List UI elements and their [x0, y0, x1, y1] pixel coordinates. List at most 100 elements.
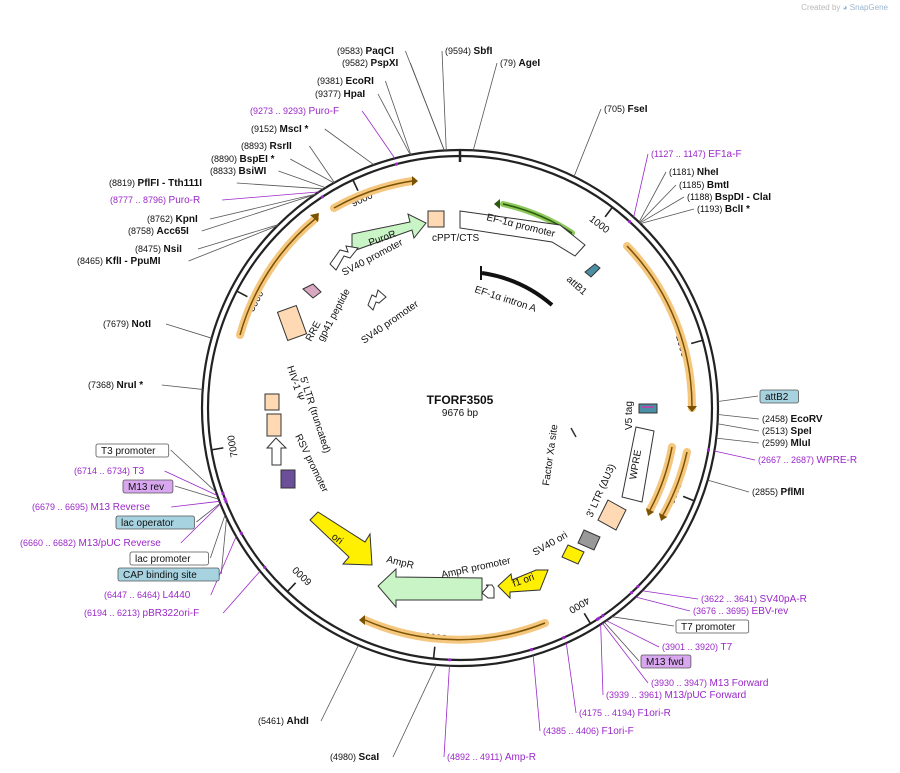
leader-line: [565, 643, 577, 714]
enzyme-position: (8890): [211, 154, 240, 164]
orf-arc-right-lower-b-line: [662, 451, 688, 516]
enzyme-position: (1193): [697, 204, 725, 214]
enzyme-label: (8475) NsiI: [135, 244, 182, 255]
enzyme-site-label: (9582) PspXI: [342, 58, 399, 69]
leader-line: [392, 664, 437, 758]
leader-line: [236, 182, 324, 190]
enzyme-site-label: (1181) NheI: [669, 167, 719, 178]
primer-name: F1ori-R: [638, 708, 671, 719]
primer-range: (2667 .. 2687): [758, 455, 817, 465]
badge-box: [675, 619, 750, 634]
arrowhead-left: [310, 213, 319, 222]
leader-line: [201, 194, 316, 232]
enzyme-suffix: - ClaI: [744, 192, 771, 203]
leader-line: [361, 110, 396, 159]
badge-box: [115, 515, 195, 530]
label-attb1: attB1: [564, 274, 589, 298]
primer-range: (6447 .. 6464): [104, 590, 163, 600]
enzyme-label: (9583) PaqCI: [337, 46, 394, 57]
primer-range: (3901 .. 3920): [662, 642, 721, 652]
enzyme-name: BspEI: [240, 154, 269, 165]
label-v5: V5 tag: [624, 401, 635, 430]
badge-label: lac promoter: [135, 554, 191, 565]
primer-range: (3676 .. 3695): [693, 606, 752, 616]
primer-site-label: (6447 .. 6464) L4440: [104, 590, 191, 601]
badge-leader-line: [196, 502, 221, 523]
primer-name: M13/pUC Reverse: [79, 538, 162, 549]
badge-label: T3 promoter: [101, 446, 156, 457]
leader-line: [639, 196, 685, 224]
enzyme-label: (8758) Acc65I: [128, 226, 189, 237]
leader-line: [209, 193, 316, 220]
enzyme-name: EcoRV: [791, 414, 823, 425]
leader-line: [324, 128, 375, 166]
enzyme-position: (7679): [103, 319, 132, 329]
primer-range: (4892 .. 4911): [447, 752, 505, 762]
orf-highlight-arcs: [236, 177, 697, 644]
sv40prom1-arrow: [329, 245, 359, 271]
primer-site-label: (6194 .. 6213) pBR322ori-F: [84, 608, 199, 619]
factorxa-tick: [570, 427, 577, 438]
feature-badge: T7 promoter: [675, 619, 750, 634]
primer-site-label: (4175 .. 4194) F1ori-R: [579, 708, 671, 719]
primer-range: (3930 .. 3947): [651, 678, 710, 688]
primer-label: (3930 .. 3947) M13 Forward: [651, 678, 768, 689]
enzyme-label: (9582) PspXI: [342, 58, 399, 69]
ef1a-intron-arc: [481, 271, 554, 307]
primer-range: (4175 .. 4194): [579, 708, 638, 718]
enzyme-label: (2513) SpeI: [762, 426, 812, 437]
enzyme-label: (1185) BmtI: [679, 180, 729, 191]
enzyme-position: (1185): [679, 180, 707, 190]
enzyme-site-label: (1188) BspDI - ClaI: [687, 192, 771, 203]
enzyme-site-label: (9583) PaqCI: [337, 46, 394, 57]
enzyme-name: SbfI: [474, 46, 493, 57]
enzyme-position: (8819): [109, 178, 138, 188]
enzyme-label: (1193) BclI *: [697, 204, 750, 215]
enzyme-site-label: (8762) KpnI: [147, 214, 198, 225]
credit-prefix: Created by: [801, 3, 841, 12]
badge-label: T7 promoter: [681, 622, 736, 633]
badge-box: [122, 479, 174, 494]
primer-label: (4385 .. 4406) F1ori-F: [543, 726, 634, 737]
primer-site-marker: [221, 491, 225, 496]
primer-label: (6447 .. 6464) L4440: [104, 590, 191, 601]
enzyme-name: KpnI: [176, 214, 198, 225]
leader-line: [714, 450, 756, 461]
sv40prom2-arrow: [367, 289, 387, 311]
primer-label: (6194 .. 6213) pBR322ori-F: [84, 608, 199, 619]
enzyme-position: (2599): [762, 438, 791, 448]
enzyme-site-label: (4980) ScaI: [330, 752, 379, 763]
leader-line: [385, 80, 412, 155]
enzyme-name: AhdI: [287, 716, 309, 727]
primer-label: (6660 .. 6682) M13/pUC Reverse: [20, 538, 161, 549]
primer-site-label: (2667 .. 2687) WPRE-R: [758, 455, 857, 466]
primer-site-label: (9273 .. 9293) Puro-F: [250, 106, 339, 117]
enzyme-label: (9152) MscI *: [251, 124, 309, 135]
ef1a-intron-start: [480, 266, 482, 280]
primer-site-label: (4892 .. 4911) Amp-R: [447, 752, 536, 763]
enzyme-label: (7679) NotI: [103, 319, 151, 330]
primer-site-marker: [595, 617, 599, 621]
primer-site-marker: [223, 497, 227, 501]
leader-line: [165, 323, 212, 339]
arrowhead-right-lower-b: [659, 513, 667, 521]
primer-label: (3901 .. 3920) T7: [662, 642, 733, 653]
primer-site-marker: [529, 648, 534, 652]
primer-name: WPRE-R: [817, 455, 858, 466]
primer-label: (9273 .. 9293) Puro-F: [250, 106, 339, 117]
enzyme-name: MluI: [791, 438, 811, 449]
rre-box: [276, 304, 308, 342]
enzyme-name: BmtI: [707, 180, 729, 191]
rsv-arrow: [265, 437, 288, 466]
enzyme-label: (2855) PflMI: [752, 487, 805, 498]
enzyme-name: NsiI: [164, 244, 183, 255]
enzyme-position: (79): [500, 58, 519, 68]
enzyme-position: (2513): [762, 426, 791, 436]
leader-line: [633, 153, 649, 218]
enzyme-name: SpeI: [791, 426, 812, 437]
primer-range: (8777 .. 8796): [110, 195, 169, 205]
enzyme-position: (7368): [88, 380, 117, 390]
badge-leader-line: [717, 395, 759, 402]
enzyme-name: PaqCI: [366, 46, 395, 57]
primer-site-marker: [224, 499, 228, 504]
